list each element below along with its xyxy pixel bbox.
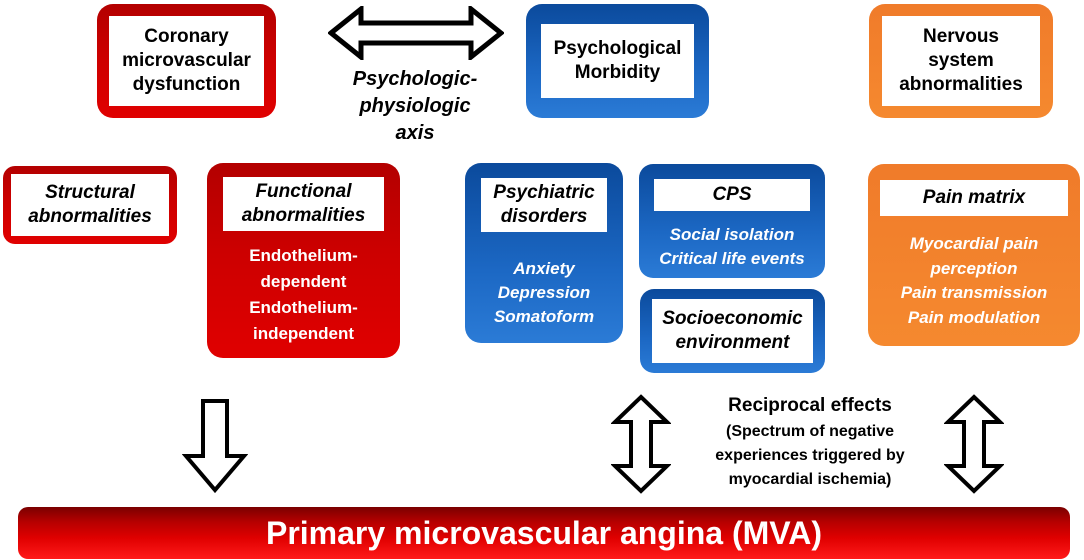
structural-label: Structural abnormalities <box>11 174 169 236</box>
nervous-label: Nervous system abnormalities <box>882 16 1040 106</box>
pain-box: Pain matrix Myocardial pain perception P… <box>868 164 1080 346</box>
functional-title: Functional abnormalities <box>223 177 384 231</box>
updown-arrow-icon <box>944 394 1004 494</box>
down-arrow-icon <box>182 399 248 494</box>
cps-box: CPS Social isolation Critical life event… <box>639 164 825 278</box>
socioeconomic-box: Socioeconomic environment <box>640 289 825 373</box>
psychiatric-title: Psychiatric disorders <box>481 178 607 232</box>
structural-box: Structural abnormalities <box>3 166 177 244</box>
coronary-box: Coronary microvascular dysfunction <box>97 4 276 118</box>
pain-items: Myocardial pain perception Pain transmis… <box>900 234 1048 327</box>
psychiatric-box: Psychiatric disorders Anxiety Depression… <box>465 163 623 343</box>
updown-arrow-icon <box>611 394 671 494</box>
bidirectional-arrow-icon <box>328 6 504 60</box>
psych-morbidity-box: Psychological Morbidity <box>526 4 709 118</box>
functional-box: Functional abnormalities Endothelium- de… <box>207 163 400 358</box>
axis-label: Psychologic- physiologic axis <box>352 68 478 144</box>
reciprocal-title: Reciprocal effects <box>728 395 892 416</box>
psych-morbidity-label: Psychological Morbidity <box>541 24 694 98</box>
pain-title: Pain matrix <box>880 180 1068 216</box>
reciprocal-body: (Spectrum of negative experiences trigge… <box>715 423 905 488</box>
coronary-label: Coronary microvascular dysfunction <box>109 16 264 106</box>
psychiatric-items: Anxiety Depression Somatoform <box>493 259 595 326</box>
socioeconomic-label: Socioeconomic environment <box>652 299 813 363</box>
nervous-box: Nervous system abnormalities <box>869 4 1053 118</box>
primary-mva-banner: Primary microvascular angina (MVA) <box>18 507 1070 559</box>
cps-title: CPS <box>654 179 810 211</box>
functional-items: Endothelium- dependent Endothelium- inde… <box>249 246 358 343</box>
cps-items: Social isolation Critical life events <box>659 225 805 268</box>
